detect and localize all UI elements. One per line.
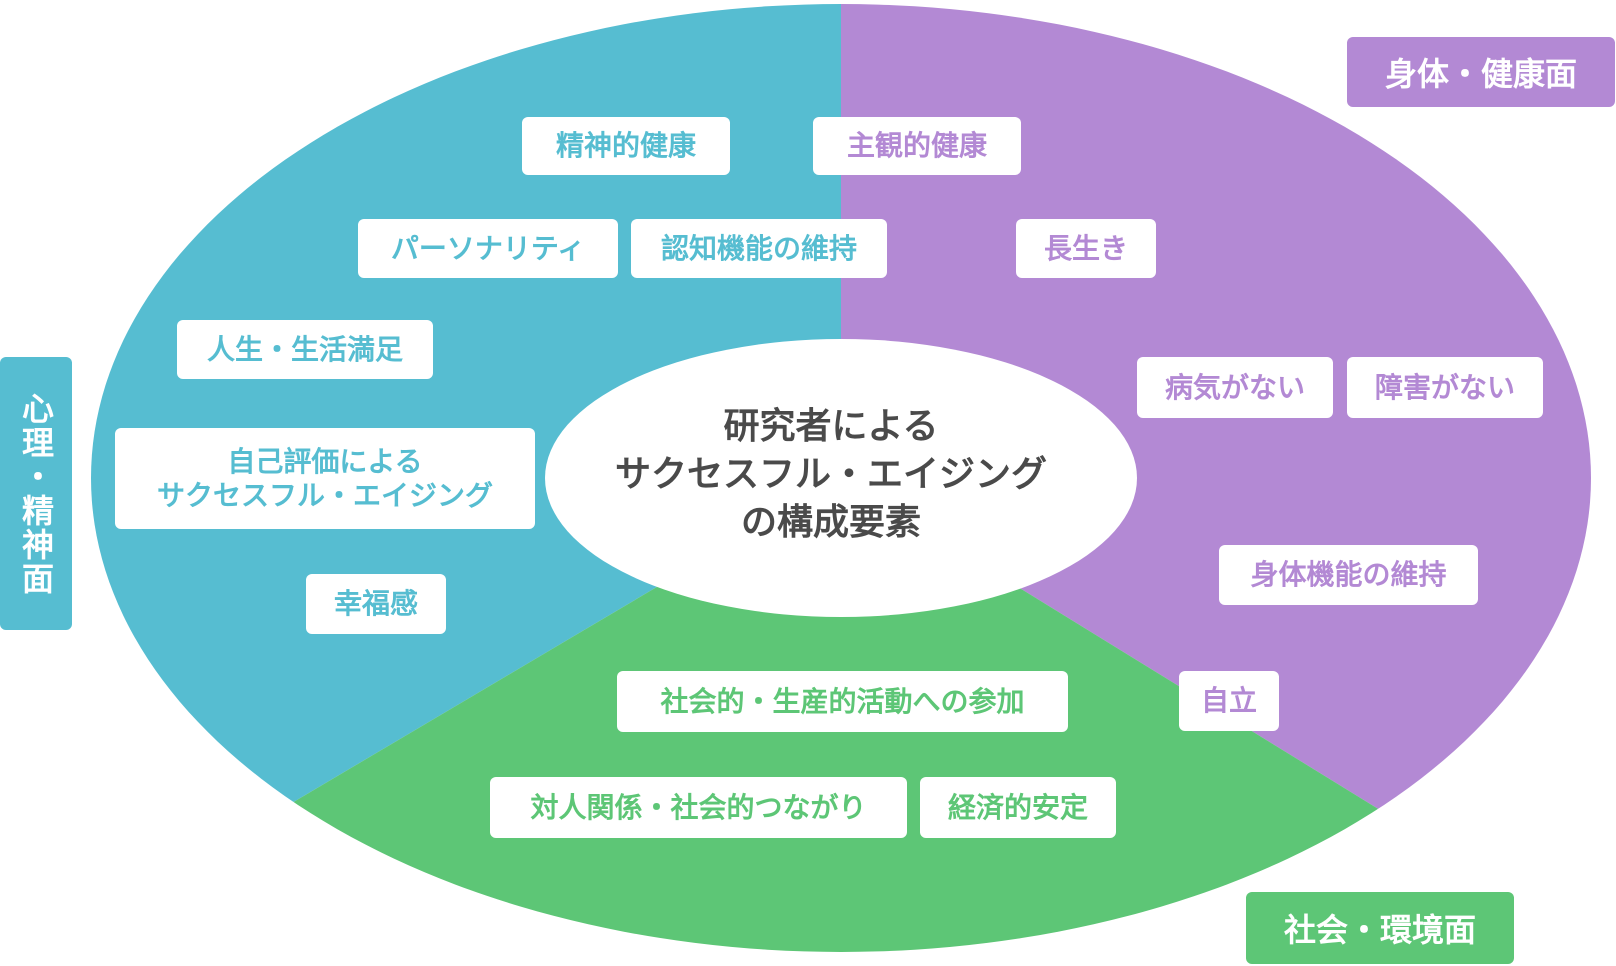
center-title: 研究者による サクセスフル・エイジング の構成要素 [546,403,1116,547]
item-cognitive-function: 認知機能の維持 [631,219,887,278]
category-psych-label: 心理・精神面 [0,357,72,630]
item-social-participation: 社会的・生産的活動への参加 [617,671,1068,732]
item-happiness: 幸福感 [306,574,446,634]
item-physical-function: 身体機能の維持 [1219,545,1478,605]
item-longevity: 長生き [1016,219,1156,278]
item-relationships: 対人関係・社会的つながり [490,777,907,838]
item-mental-health: 精神的健康 [522,117,730,175]
item-no-disease: 病気がない [1137,357,1333,418]
item-self-evaluation: 自己評価による サクセスフル・エイジング [115,428,535,529]
category-physical-label: 身体・健康面 [1347,37,1615,107]
item-economic-stability: 経済的安定 [920,777,1116,838]
item-subjective-health: 主観的健康 [813,117,1021,175]
item-self-evaluation-line: サクセスフル・エイジング [156,478,493,512]
item-self-evaluation-line: 自己評価による [227,444,423,478]
item-independence: 自立 [1179,671,1279,731]
center-title-line: の構成要素 [740,502,921,543]
item-no-disability: 障害がない [1347,357,1543,418]
center-title-line: 研究者による [723,406,939,447]
center-ellipse [545,339,1137,617]
center-title-line: サクセスフル・エイジング [614,454,1047,495]
category-social-label: 社会・環境面 [1246,892,1514,964]
item-life-satisfaction: 人生・生活満足 [177,320,433,379]
item-personality: パーソナリティ [358,219,618,278]
